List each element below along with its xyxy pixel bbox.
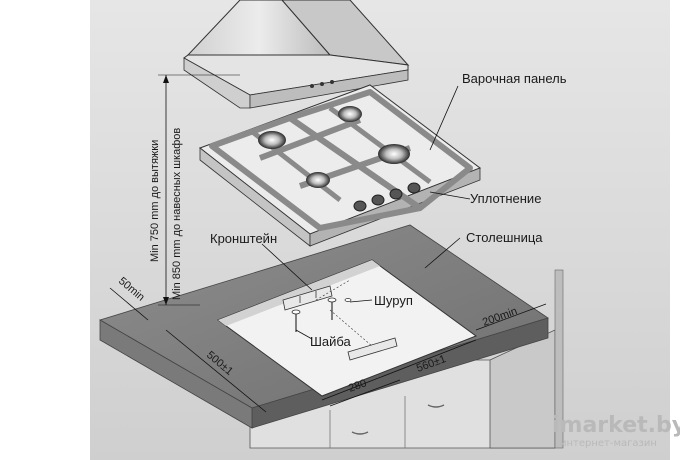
- label-washer: Шайба: [310, 334, 352, 349]
- burner-back-right: [338, 106, 362, 122]
- dim-cabinet-min: Min 850 mm до навесных шкафов: [171, 128, 183, 300]
- plan-dimensions: [109, 287, 547, 413]
- label-seal: Уплотнение: [470, 191, 541, 206]
- label-countertop: Столешница: [466, 230, 543, 245]
- cutout: [216, 259, 478, 397]
- dim-hood-min: Min 750 mm до вытяжки: [149, 140, 161, 262]
- control-knobs: [353, 182, 421, 212]
- leader-lines: [261, 85, 471, 340]
- burner-front-left: [258, 131, 286, 149]
- burner-front-center: [306, 172, 330, 188]
- label-bracket: Кронштейн: [210, 231, 277, 246]
- burner-right-large: [378, 144, 410, 164]
- cooker-hood: [183, 0, 410, 109]
- gas-hob: [198, 84, 482, 247]
- label-screw: Шуруп: [374, 293, 413, 308]
- bracket-assembly: [282, 279, 398, 361]
- watermark-brand: imarket.by: [552, 413, 680, 438]
- label-hob: Варочная панель: [462, 71, 567, 86]
- dim-half-width: 280: [347, 377, 368, 395]
- height-dimension: [158, 74, 240, 306]
- watermark-tagline: интернет-магазин: [560, 438, 657, 449]
